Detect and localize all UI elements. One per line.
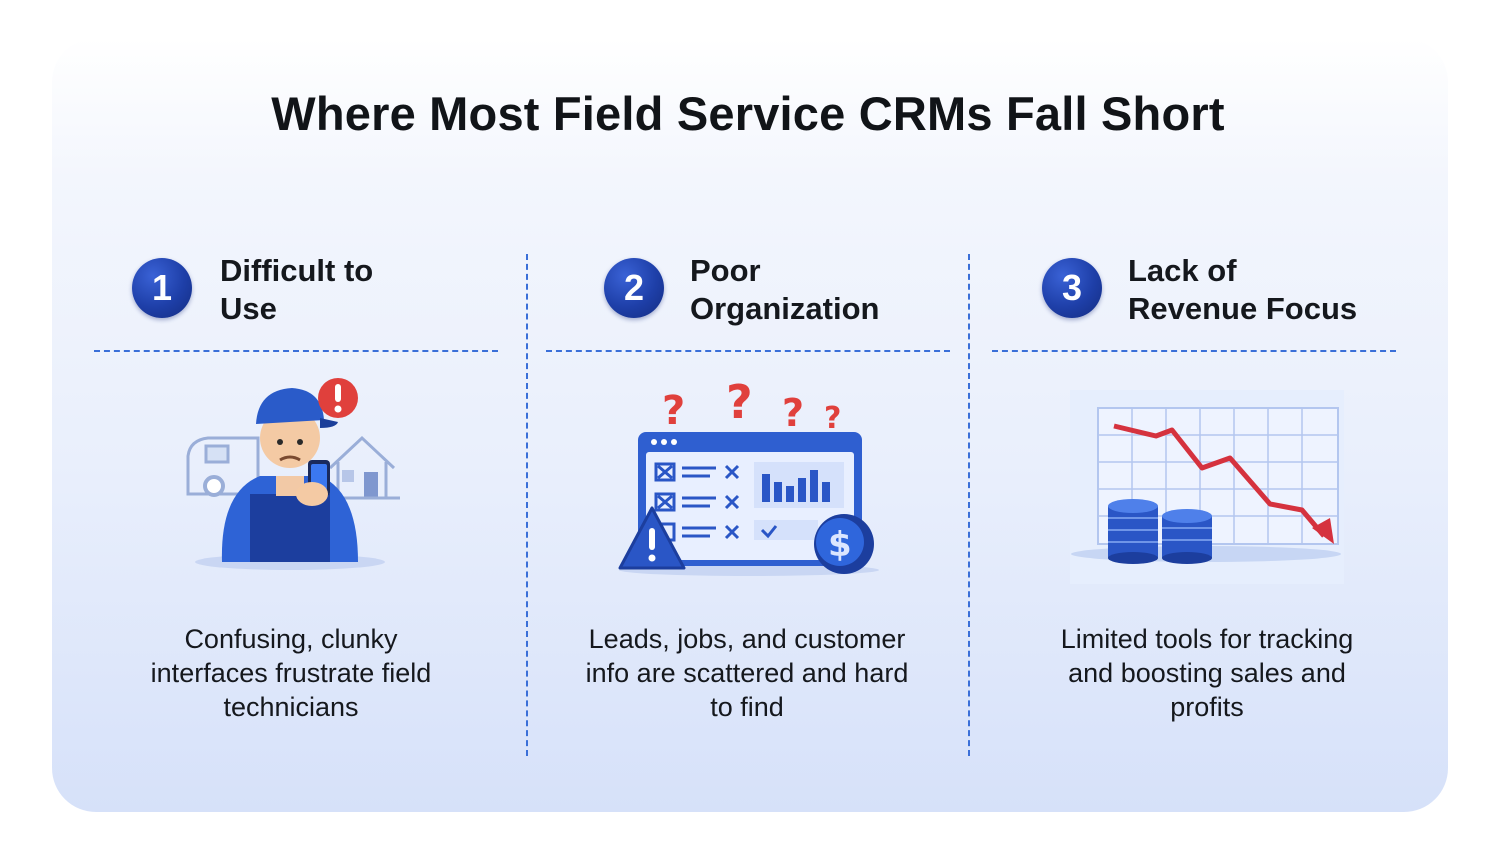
column-heading: Difficult to Use <box>220 252 500 328</box>
step-number-badge: 1 <box>132 258 192 318</box>
column-description: Leads, jobs, and customer info are scatt… <box>585 624 909 722</box>
column-divider <box>968 254 970 756</box>
heading-line: Use <box>220 291 277 326</box>
svg-text:?: ? <box>782 391 804 435</box>
header-divider <box>94 350 498 352</box>
heading-line: Poor <box>690 253 761 288</box>
column-description: Limited tools for tracking and boosting … <box>1060 624 1354 722</box>
column-description: Confusing, clunky interfaces frustrate f… <box>150 624 432 722</box>
heading-line: Difficult to <box>220 253 374 288</box>
column-heading: Poor Organization <box>690 252 970 328</box>
column-divider <box>526 254 528 756</box>
column-heading: Lack of Revenue Focus <box>1128 252 1408 328</box>
header-divider <box>992 350 1396 352</box>
cluttered-dashboard-icon: ? ? ? ? $ <box>618 378 879 576</box>
header-divider <box>546 350 950 352</box>
heading-line: Organization <box>690 291 880 326</box>
svg-text:$: $ <box>828 525 852 565</box>
page-title: Where Most Field Service CRMs Fall Short <box>271 87 1225 140</box>
svg-text:?: ? <box>662 388 685 434</box>
confused-technician-icon <box>186 378 400 570</box>
heading-line: Lack of <box>1128 253 1237 288</box>
step-number-badge: 2 <box>604 258 664 318</box>
svg-text:?: ? <box>726 378 753 429</box>
step-number-badge: 3 <box>1042 258 1102 318</box>
svg-text:?: ? <box>824 401 841 436</box>
declining-revenue-chart-icon <box>1070 390 1344 584</box>
heading-line: Revenue Focus <box>1128 291 1358 326</box>
